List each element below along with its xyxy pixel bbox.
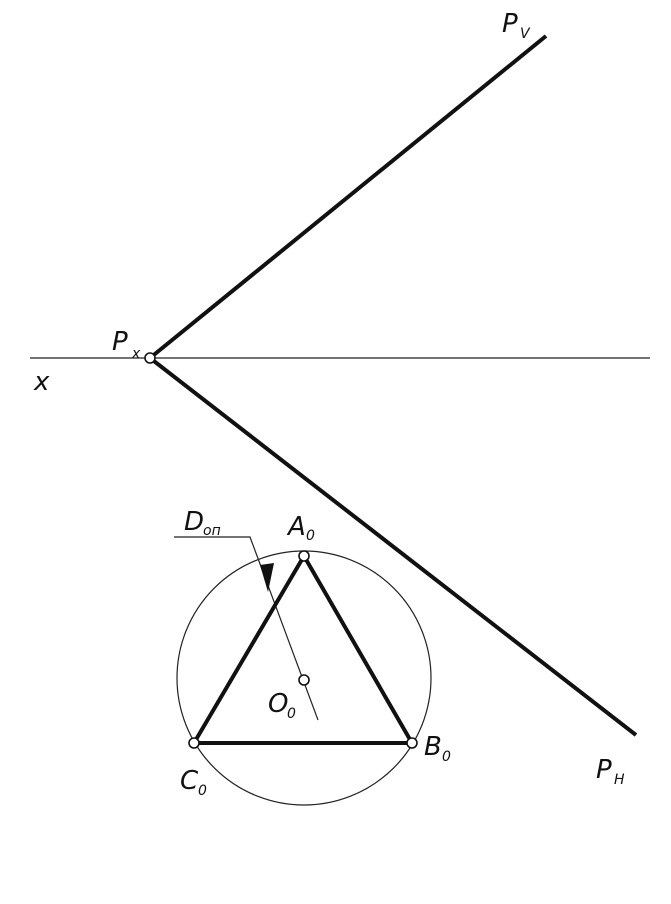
- label-a0-main: A: [286, 512, 306, 542]
- label-a0: A 0: [286, 512, 315, 544]
- label-ph: P H: [596, 755, 625, 788]
- label-c0: C 0: [180, 766, 207, 799]
- label-px-main: P: [112, 327, 128, 357]
- label-a0-sub: 0: [306, 528, 315, 544]
- label-d-main: D: [184, 507, 204, 537]
- diameter-leader-line: [174, 536, 319, 721]
- label-pv: P V: [502, 9, 531, 42]
- label-o0: O 0: [268, 689, 296, 722]
- label-ph-main: P: [596, 755, 612, 785]
- triangle-abc: [190, 552, 416, 745]
- label-c0-sub: 0: [198, 783, 207, 799]
- label-d-sub: оп: [203, 523, 221, 539]
- label-pv-sub: V: [520, 26, 531, 42]
- label-pv-main: P: [502, 9, 518, 39]
- label-c0-main: C: [180, 766, 199, 796]
- label-ph-sub: H: [614, 772, 625, 788]
- leader-arrowhead: [260, 563, 274, 592]
- label-o0-main: O: [268, 689, 288, 719]
- label-x-axis: x: [33, 367, 50, 397]
- trace-pv-line: [148, 34, 548, 360]
- label-b0-sub: 0: [442, 749, 451, 765]
- label-px-sub: x: [131, 346, 141, 362]
- point-c: [188, 737, 200, 749]
- point-b: [406, 737, 418, 749]
- label-d-op: D оп: [184, 507, 221, 539]
- label-px: P x: [112, 327, 141, 362]
- point-o: [298, 674, 310, 686]
- point-a: [298, 550, 310, 562]
- point-px: [144, 352, 156, 364]
- trace-ph-line: [148, 356, 638, 737]
- label-o0-sub: 0: [287, 706, 296, 722]
- label-b0-main: B: [424, 732, 442, 762]
- label-b0: B 0: [424, 732, 451, 765]
